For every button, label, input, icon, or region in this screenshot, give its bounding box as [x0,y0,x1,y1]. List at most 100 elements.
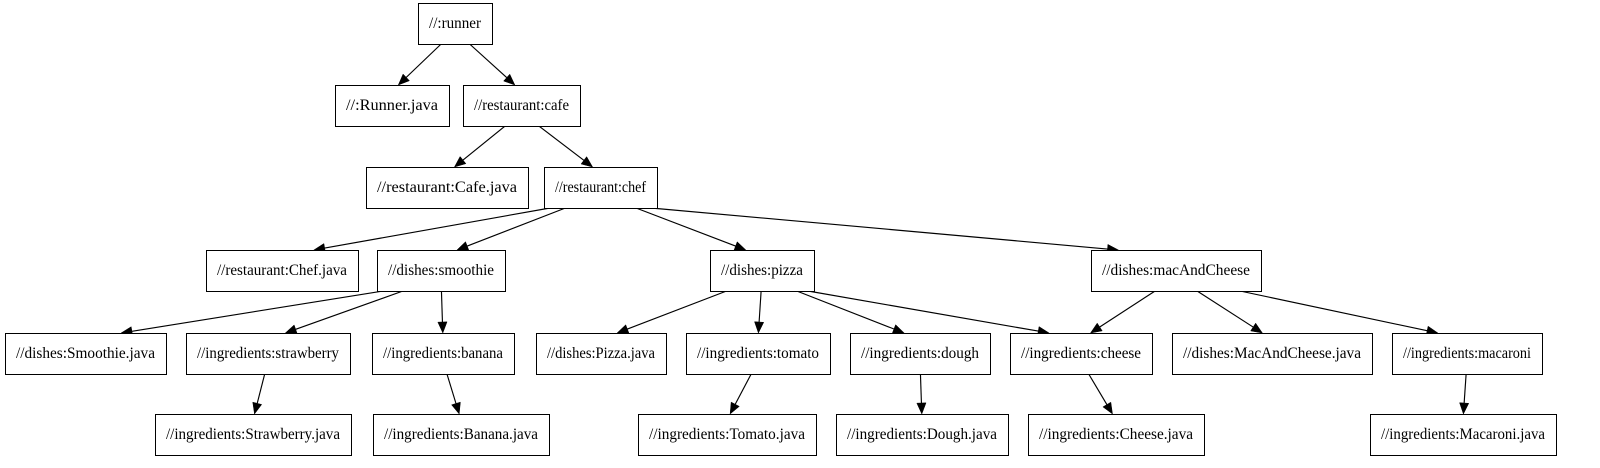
graph-edge-arrowhead [503,73,516,86]
node-box [155,414,352,456]
graph-edge-arrowhead [916,402,927,415]
node-label: //ingredients:strawberry [197,345,339,362]
node-box [5,333,167,375]
node-label: //ingredients:Banana.java [384,426,538,443]
node-label: //ingredients:Strawberry.java [166,426,340,443]
node-label: //dishes:MacAndCheese.java [1183,345,1361,362]
graph-edge-arrowhead [754,321,765,334]
node-box [366,167,529,209]
node-box [836,414,1009,456]
node-label: //:Runner.java [346,97,438,114]
graph-node-chef_java[interactable]: //restaurant:Chef.java [206,250,359,292]
graph-edge [1239,290,1428,332]
graph-edge [469,43,508,79]
graph-node-macaroni_java[interactable]: //ingredients:Macaroni.java [1370,414,1557,456]
node-box [418,3,493,45]
node-label: //dishes:Pizza.java [547,345,655,362]
graph-node-cheese_java[interactable]: //ingredients:Cheese.java [1028,414,1205,456]
graph-edge-arrowhead [456,241,470,251]
node-box [335,85,450,127]
node-label: //restaurant:Cafe.java [377,179,517,196]
graph-node-dishes_pizza[interactable]: //dishes:pizza [710,250,815,292]
node-label: //restaurant:cafe [474,97,569,114]
graph-node-ing_dough[interactable]: //ingredients:dough [850,333,991,375]
node-label: //dishes:Smoothie.java [16,345,155,362]
graph-edge [796,290,895,330]
node-label: //ingredients:Macaroni.java [1381,426,1545,443]
graph-node-restaurant_cafe[interactable]: //restaurant:cafe [463,85,581,127]
node-box [186,333,351,375]
graph-node-ing_banana[interactable]: //ingredients:banana [372,333,515,375]
graph-edge [758,290,762,323]
node-label: //ingredients:tomato [697,345,819,362]
graph-node-runner[interactable]: //:runner [418,3,493,45]
node-label: //dishes:pizza [721,262,803,279]
graph-edge [807,290,1039,332]
graph-node-tomato_java[interactable]: //ingredients:Tomato.java [638,414,817,456]
graph-node-restaurant_chef[interactable]: //restaurant:chef [544,167,658,209]
graph-edge [440,290,444,323]
graph-node-runner_java[interactable]: //:Runner.java [335,85,450,127]
graph-edge [1099,290,1156,328]
graph-edge [467,207,566,247]
node-box [1392,333,1543,375]
graph-edge-arrowhead [1459,402,1470,415]
graph-node-ing_tomato[interactable]: //ingredients:tomato [686,333,831,375]
graph-edge [1196,290,1254,328]
graph-edge-arrowhead [1089,322,1103,334]
graph-edge-arrowhead [1250,322,1263,334]
node-box [372,333,515,375]
graph-node-dishes_mac[interactable]: //dishes:macAndCheese [1091,250,1262,292]
graph-node-smoothie_java[interactable]: //dishes:Smoothie.java [5,333,167,375]
node-box [377,250,506,292]
graph-edge-arrowhead [284,324,298,334]
graph-edge-arrowhead [397,73,410,86]
graph-node-banana_java[interactable]: //ingredients:Banana.java [373,414,550,456]
graph-edge [1463,373,1467,404]
graph-edge [405,43,442,78]
node-box [1091,250,1262,292]
graph-node-strawberry_java[interactable]: //ingredients:Strawberry.java [155,414,352,456]
node-label: //dishes:macAndCheese [1102,262,1250,279]
node-box [536,333,667,375]
node-box [544,167,658,209]
node-box [463,85,581,127]
graph-edge-arrowhead [891,324,905,334]
graph-edge-arrowhead [729,401,740,415]
graph-edge [627,290,727,330]
graph-node-mac_java[interactable]: //dishes:MacAndCheese.java [1172,333,1373,375]
graph-edge [295,290,404,330]
node-label: //ingredients:dough [861,345,979,362]
graph-edge [635,207,736,247]
graph-edge-arrowhead [437,321,448,334]
graph-edge-arrowhead [733,241,747,251]
node-label: //ingredients:Dough.java [847,426,997,443]
graph-edge [650,207,1108,250]
graph-node-ing_macaroni[interactable]: //ingredients:macaroni [1392,333,1543,375]
edge-layer [120,43,1470,415]
node-label: //ingredients:Cheese.java [1039,426,1193,443]
graph-edge-arrowhead [580,156,594,168]
node-box [206,250,359,292]
node-box [850,333,991,375]
graph-edge [256,373,266,404]
graph-node-ing_cheese[interactable]: //ingredients:cheese [1010,333,1153,375]
node-box [686,333,831,375]
graph-edge [324,207,551,249]
node-label: //ingredients:macaroni [1403,345,1532,362]
graph-edge [1088,373,1108,405]
node-label: //restaurant:Chef.java [217,262,347,279]
graph-edge [462,125,506,161]
node-box [1010,333,1153,375]
graph-node-dishes_smoothie[interactable]: //dishes:smoothie [377,250,506,292]
graph-node-pizza_java[interactable]: //dishes:Pizza.java [536,333,667,375]
graph-edge [446,373,457,404]
node-box [638,414,817,456]
node-label: //restaurant:chef [555,179,647,196]
graph-node-dough_java[interactable]: //ingredients:Dough.java [836,414,1009,456]
graph-edge-arrowhead [453,156,467,168]
node-box [1370,414,1557,456]
graph-node-ing_strawberry[interactable]: //ingredients:strawberry [186,333,351,375]
graph-node-cafe_java[interactable]: //restaurant:Cafe.java [366,167,529,209]
